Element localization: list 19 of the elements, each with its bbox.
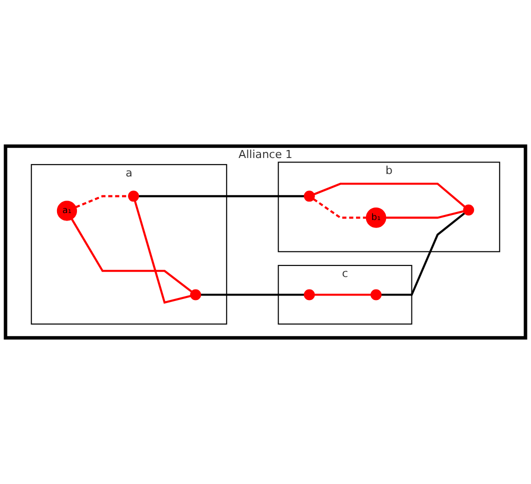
node-circle — [304, 190, 315, 202]
connector — [134, 200, 191, 304]
node-circle — [463, 204, 474, 216]
connector — [381, 212, 466, 296]
node-circle — [190, 289, 202, 300]
node-circle: b₁ — [366, 208, 386, 228]
node-circle — [370, 289, 382, 300]
cluster: c — [278, 264, 412, 325]
connector — [314, 294, 371, 296]
connector — [138, 195, 304, 198]
connector — [76, 195, 128, 208]
connector — [386, 210, 464, 219]
connector — [314, 182, 466, 208]
node-circle — [128, 190, 140, 202]
connector — [200, 294, 304, 296]
node-circle: a₁ — [56, 200, 77, 221]
node-circle — [304, 289, 315, 300]
connector — [313, 198, 366, 219]
connector — [71, 218, 192, 292]
